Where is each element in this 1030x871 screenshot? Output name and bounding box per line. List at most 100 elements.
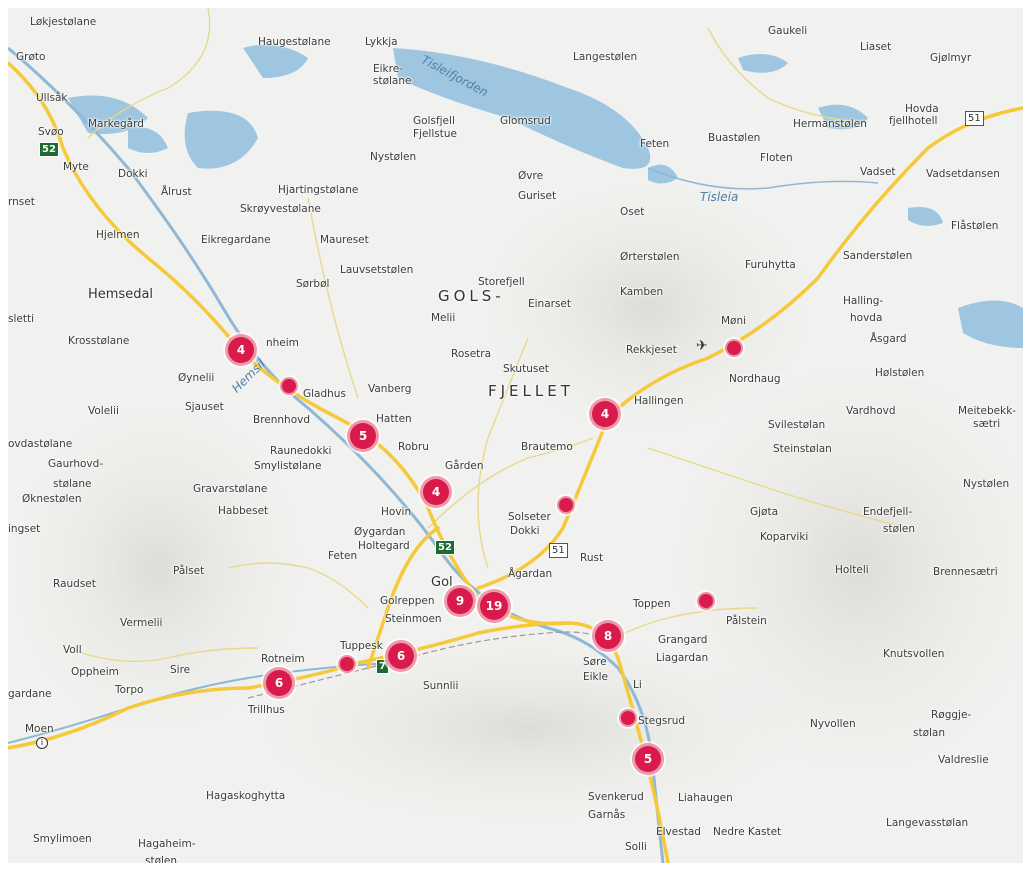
cluster-marker[interactable]: 19 [480, 592, 508, 620]
cluster-marker[interactable]: 6 [388, 643, 414, 669]
place-label: Langevasstølan [886, 817, 969, 829]
location-marker[interactable] [559, 498, 573, 512]
place-label: Hagaskoghytta [206, 790, 286, 802]
place-label: Holteli [835, 564, 869, 576]
place-label: Liagardan [656, 652, 709, 664]
location-marker[interactable] [699, 594, 713, 608]
cluster-marker[interactable]: 4 [423, 479, 449, 505]
place-label: Vermelii [120, 617, 163, 629]
place-label: Hølstølen [875, 367, 925, 379]
place-label: Meitebekk- [958, 405, 1017, 417]
place-label: Hermanstølen [793, 118, 867, 130]
place-label: Einarset [528, 298, 572, 310]
cluster-marker[interactable]: 4 [228, 337, 254, 363]
place-label: Vanberg [368, 383, 412, 395]
place-label: Gladhus [303, 388, 346, 400]
road-shield: 52 [39, 142, 59, 157]
place-label: Ullsåk [36, 92, 68, 104]
place-label: Søre [583, 656, 607, 668]
place-label: Gjøta [750, 506, 779, 518]
place-label: Lykkja [365, 36, 398, 48]
location-marker[interactable] [340, 657, 354, 671]
road-shield: 52 [435, 540, 455, 555]
place-label: Raunedokki [270, 445, 332, 457]
place-label: Gaurhovd- [48, 458, 104, 470]
place-label: Voll [63, 644, 82, 656]
cluster-marker[interactable]: 4 [592, 401, 618, 427]
place-label: Røggje- [931, 709, 972, 721]
cluster-marker[interactable]: 5 [635, 746, 661, 772]
place-label: Fjellstue [413, 128, 457, 140]
location-marker[interactable] [727, 341, 741, 355]
place-label: Smylistølane [254, 460, 322, 472]
place-label: Rotneim [261, 653, 305, 665]
place-label: hovda [850, 312, 883, 324]
place-label: stølane [53, 478, 92, 490]
place-label: Torpo [115, 684, 144, 696]
cluster-marker[interactable]: 8 [595, 623, 621, 649]
place-label: stølen [145, 855, 178, 863]
place-label: Sørbøl [296, 278, 330, 290]
place-label: stølan [913, 727, 946, 739]
place-label: Markegård [88, 118, 144, 130]
place-label: Elvestad [656, 826, 701, 838]
place-label: stølane [373, 75, 412, 87]
place-label: Sjauset [185, 401, 224, 413]
water-label: Tisleia [700, 190, 739, 204]
place-label: fjellhotell [889, 115, 938, 127]
place-label: Pålset [173, 565, 205, 577]
place-label: Glomsrud [500, 115, 551, 127]
place-label: Hovda [905, 103, 939, 115]
place-label: Garnås [588, 809, 626, 821]
place-label: Raudset [53, 578, 96, 590]
place-label: Feten [640, 138, 670, 150]
place-label: Sunnlii [423, 680, 459, 692]
place-label: Rosetra [451, 348, 492, 360]
place-label: Nedre Kastet [713, 826, 782, 838]
place-label: Nystølen [963, 478, 1010, 490]
cluster-marker[interactable]: 5 [350, 423, 376, 449]
place-label: Storefjell [478, 276, 525, 288]
place-label: Golreppen [380, 595, 435, 607]
place-label: Furuhytta [745, 259, 796, 271]
place-label: Myte [63, 161, 89, 173]
place-label: Kamben [620, 286, 664, 298]
place-label: Eikre- [373, 63, 403, 75]
place-label: Haugestølane [258, 36, 331, 48]
place-label: Dokki [118, 168, 148, 180]
place-label: Lauvsetstølen [340, 264, 414, 276]
place-label: Sire [170, 664, 191, 676]
place-label: Toppen [633, 598, 671, 610]
place-label: Holtegard [358, 540, 410, 552]
place-label: Vardhovd [846, 405, 896, 417]
place-label: Svenkerud [588, 791, 644, 803]
place-label: Endefjell- [863, 506, 913, 518]
place-label: Gården [445, 460, 484, 472]
place-label: Knutsvollen [883, 648, 945, 660]
cluster-marker[interactable]: 6 [266, 670, 292, 696]
place-label: Trillhus [248, 704, 285, 716]
place-label: Ågardan [508, 568, 553, 580]
place-label: Floten [760, 152, 793, 164]
place-label: Solli [625, 841, 647, 853]
place-label: Langestølen [573, 51, 638, 63]
place-label: Rekkjeset [626, 344, 677, 356]
place-label: Ørterstølen [620, 251, 680, 263]
place-label: Nordhaug [729, 373, 781, 385]
place-label: Habbeset [218, 505, 269, 517]
place-label: Krosstølane [68, 335, 130, 347]
location-marker[interactable] [282, 379, 296, 393]
place-label: Li [633, 679, 642, 691]
place-label: Hjelmen [96, 229, 140, 241]
place-label: Skutuset [503, 363, 549, 375]
cluster-marker[interactable]: 9 [447, 588, 473, 614]
road-shield: 51 [965, 111, 984, 126]
location-marker[interactable] [621, 711, 635, 725]
place-label: Løkjestølane [30, 16, 97, 28]
place-label: Hemsedal [88, 287, 154, 302]
place-label: Feten [328, 550, 358, 562]
place-label: Nyvollen [810, 718, 856, 730]
place-label: Gjølmyr [930, 52, 972, 64]
place-label: ingset [8, 523, 41, 535]
